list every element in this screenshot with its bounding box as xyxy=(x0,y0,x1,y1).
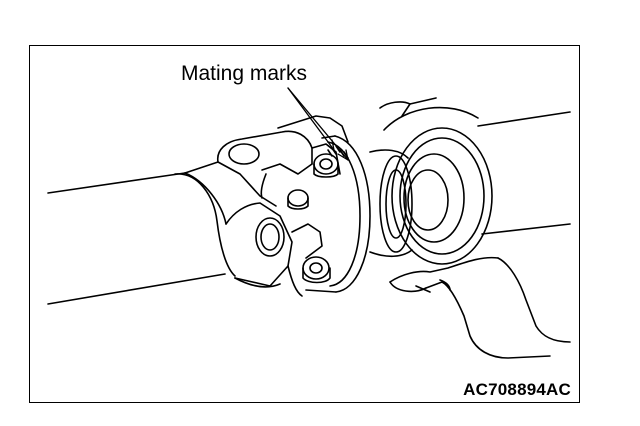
figure-code: AC708894AC xyxy=(463,380,571,399)
figure-frame: Mating marks AC708894AC xyxy=(29,45,580,403)
propeller-shaft-illustration xyxy=(47,87,571,359)
flange-bolt-middle xyxy=(287,189,309,210)
upper-yoke-ear xyxy=(217,130,313,199)
callout-leaders xyxy=(287,87,349,161)
rear-shaft-tube xyxy=(477,111,571,235)
front-yoke xyxy=(184,161,293,288)
front-shaft-tube xyxy=(47,172,236,305)
flange-bolt-lower xyxy=(302,256,331,284)
rear-shaft-stub xyxy=(369,149,413,258)
mating-marks-label: Mating marks xyxy=(181,62,308,85)
center-bearing xyxy=(379,97,493,265)
bearing-bracket xyxy=(389,256,571,359)
flange-bolt-upper xyxy=(313,153,339,178)
